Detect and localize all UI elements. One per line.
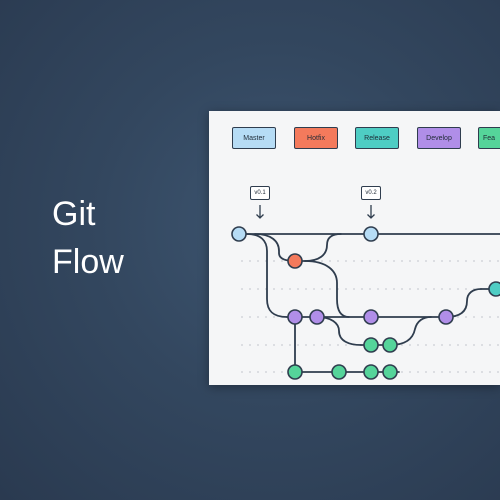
hotfix-branch-out [254, 233, 296, 262]
commit-develop-4 [438, 309, 454, 325]
develop-start-line [246, 233, 288, 318]
commit-develop-1 [287, 309, 303, 325]
tag-v02: v0.2 [361, 186, 381, 200]
arrow-down-icon [256, 205, 264, 219]
tag-arrows [256, 205, 375, 219]
commits [231, 226, 500, 380]
commit-release [488, 281, 500, 297]
feature1-merge [389, 316, 432, 346]
commit-hotfix [287, 253, 303, 269]
commit-develop-2 [309, 309, 325, 325]
legend-hotfix: Hotfix [294, 127, 338, 149]
git-flow-diagram-panel: Master Hotfix Release Develop Fea v0.1 v… [209, 111, 500, 385]
legend-feature: Fea [478, 127, 500, 149]
release-branch [445, 288, 482, 318]
commit-feature2-3 [363, 364, 379, 380]
commit-master-1 [231, 226, 247, 242]
commit-feature2-2 [331, 364, 347, 380]
legend-master: Master [232, 127, 276, 149]
legend-release: Release [355, 127, 399, 149]
tag-v01: v0.1 [250, 186, 270, 200]
hotfix-merge-develop [304, 260, 350, 318]
commit-master-2 [363, 226, 379, 242]
branch-graph [231, 205, 500, 380]
hotfix-merge-master [304, 233, 342, 262]
legend-develop: Develop [417, 127, 461, 149]
title-git: Git [52, 195, 96, 233]
arrow-down-icon [367, 205, 375, 219]
commit-develop-3 [363, 309, 379, 325]
commit-feature2-1 [287, 364, 303, 380]
commit-feature1-2 [382, 337, 398, 353]
commit-feature2-4 [382, 364, 398, 380]
feature1-branch [316, 316, 362, 346]
title-flow: Flow [52, 243, 124, 281]
commit-feature1-1 [363, 337, 379, 353]
